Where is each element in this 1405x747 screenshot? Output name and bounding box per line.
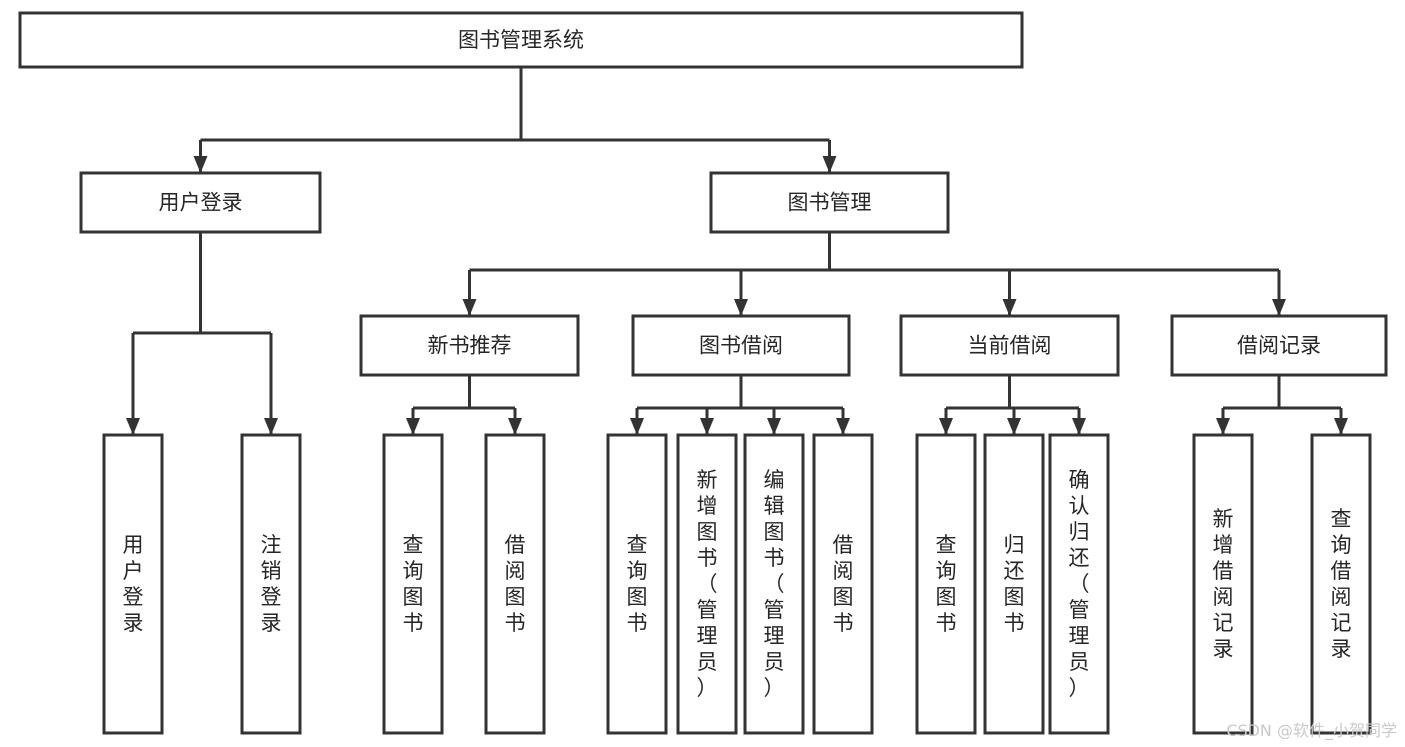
arrow-head-icon-user-login (193, 156, 208, 173)
arrow-head-icon-br-query (1334, 418, 1348, 435)
node-root[interactable]: 图书管理系统 (18, 11, 1024, 69)
node-logout-do[interactable]: 注销登录 (240, 433, 302, 735)
node-box-bb-query[interactable] (606, 433, 668, 735)
node-current-borrow[interactable]: 当前借阅 (899, 314, 1120, 377)
node-label-nb-query: 查询图书 (403, 533, 424, 635)
node-box-cb-return[interactable] (983, 433, 1045, 735)
arrow-head-icon-cb-query (939, 418, 953, 435)
node-user-login[interactable]: 用户登录 (79, 171, 322, 234)
node-label-root: 图书管理系统 (458, 28, 584, 52)
node-book-borrow[interactable]: 图书借阅 (631, 314, 851, 377)
node-box-cb-query[interactable] (915, 433, 977, 735)
edge-group-book-manage (462, 232, 1286, 316)
node-box-bb-edit[interactable] (743, 433, 805, 735)
node-label-cb-query: 查询图书 (936, 533, 957, 635)
arrow-head-icon-new-book (462, 299, 477, 316)
node-box-book-borrow[interactable] (631, 314, 851, 377)
node-box-cb-confirm[interactable] (1048, 433, 1110, 735)
node-box-logout-do[interactable] (240, 433, 302, 735)
arrow-head-icon-nb-borrow (508, 418, 522, 435)
node-label-book-manage: 图书管理 (788, 191, 872, 215)
arrow-head-icon-cb-return (1007, 418, 1021, 435)
node-label-cb-return: 归还图书 (1004, 533, 1025, 635)
node-cb-query[interactable]: 查询图书 (915, 433, 977, 735)
node-nb-query[interactable]: 查询图书 (382, 433, 444, 735)
node-box-borrow-record[interactable] (1170, 314, 1388, 377)
node-label-login-do: 用户登录 (123, 533, 144, 635)
node-box-login-do[interactable] (102, 433, 164, 735)
arrow-head-icon-br-add (1216, 418, 1230, 435)
node-label-current-borrow: 当前借阅 (968, 334, 1052, 358)
node-label-br-add: 新增借阅记录 (1213, 507, 1234, 661)
edge-group-user-login (126, 232, 278, 435)
node-box-br-add[interactable] (1192, 433, 1254, 735)
node-bb-edit[interactable]: 编辑图书（管理员） (743, 433, 805, 735)
node-bb-add[interactable]: 新增图书（管理员） (676, 433, 738, 735)
node-bb-query[interactable]: 查询图书 (606, 433, 668, 735)
arrow-head-icon-book-manage (822, 156, 837, 173)
edge-group-current-borrow (939, 375, 1086, 435)
arrow-head-icon-bb-edit (767, 418, 781, 435)
node-book-manage[interactable]: 图书管理 (709, 171, 950, 234)
node-label-bb-borrow: 借阅图书 (833, 533, 854, 635)
node-box-nb-query[interactable] (382, 433, 444, 735)
node-box-bb-borrow[interactable] (812, 433, 874, 735)
node-label-cb-confirm: 确认归还（管理员） (1069, 468, 1090, 700)
node-box-root[interactable] (18, 11, 1024, 69)
node-label-user-login: 用户登录 (159, 191, 243, 215)
node-new-book[interactable]: 新书推荐 (359, 314, 580, 377)
arrow-head-icon-logout-do (264, 418, 278, 435)
arrow-head-icon-bb-query (630, 418, 644, 435)
node-label-logout-do: 注销登录 (261, 533, 282, 635)
node-label-bb-query: 查询图书 (627, 533, 648, 635)
node-nb-borrow[interactable]: 借阅图书 (484, 433, 546, 735)
node-box-bb-add[interactable] (676, 433, 738, 735)
node-box-current-borrow[interactable] (899, 314, 1120, 377)
node-box-br-query[interactable] (1310, 433, 1372, 735)
node-box-user-login[interactable] (79, 171, 322, 234)
node-cb-confirm[interactable]: 确认归还（管理员） (1048, 433, 1110, 735)
node-login-do[interactable]: 用户登录 (102, 433, 164, 735)
edge-group-borrow-record (1216, 375, 1348, 435)
node-borrow-record[interactable]: 借阅记录 (1170, 314, 1388, 377)
node-label-bb-edit: 编辑图书（管理员） (764, 468, 785, 700)
node-box-new-book[interactable] (359, 314, 580, 377)
node-br-add[interactable]: 新增借阅记录 (1192, 433, 1254, 735)
node-bb-borrow[interactable]: 借阅图书 (812, 433, 874, 735)
arrow-head-icon-book-borrow (734, 299, 748, 316)
node-label-book-borrow: 图书借阅 (699, 334, 783, 358)
arrow-head-icon-login-do (126, 418, 140, 435)
edge-group-root (193, 67, 837, 173)
node-box-nb-borrow[interactable] (484, 433, 546, 735)
nodes-layer: 图书管理系统用户登录图书管理用户登录注销登录新书推荐图书借阅当前借阅借阅记录查询… (18, 11, 1388, 735)
edge-group-new-book (406, 375, 522, 435)
arrow-head-icon-bb-add (700, 418, 714, 435)
arrow-head-icon-nb-query (406, 418, 420, 435)
node-box-book-manage[interactable] (709, 171, 950, 234)
node-label-br-query: 查询借阅记录 (1331, 507, 1352, 661)
edge-group-book-borrow (630, 375, 850, 435)
node-label-new-book: 新书推荐 (428, 334, 512, 358)
watermark-label: CSDN @软件_小贺同学 (1226, 721, 1397, 740)
node-cb-return[interactable]: 归还图书 (983, 433, 1045, 735)
arrow-head-icon-bb-borrow (836, 418, 850, 435)
arrow-head-icon-cb-confirm (1072, 418, 1086, 435)
node-label-borrow-record: 借阅记录 (1237, 334, 1321, 358)
arrow-head-icon-current-borrow (1002, 299, 1017, 316)
node-label-bb-add: 新增图书（管理员） (697, 468, 718, 700)
node-label-nb-borrow: 借阅图书 (505, 533, 526, 635)
arrow-head-icon-borrow-record (1272, 299, 1286, 316)
node-br-query[interactable]: 查询借阅记录 (1310, 433, 1372, 735)
edges-layer (126, 67, 1348, 435)
